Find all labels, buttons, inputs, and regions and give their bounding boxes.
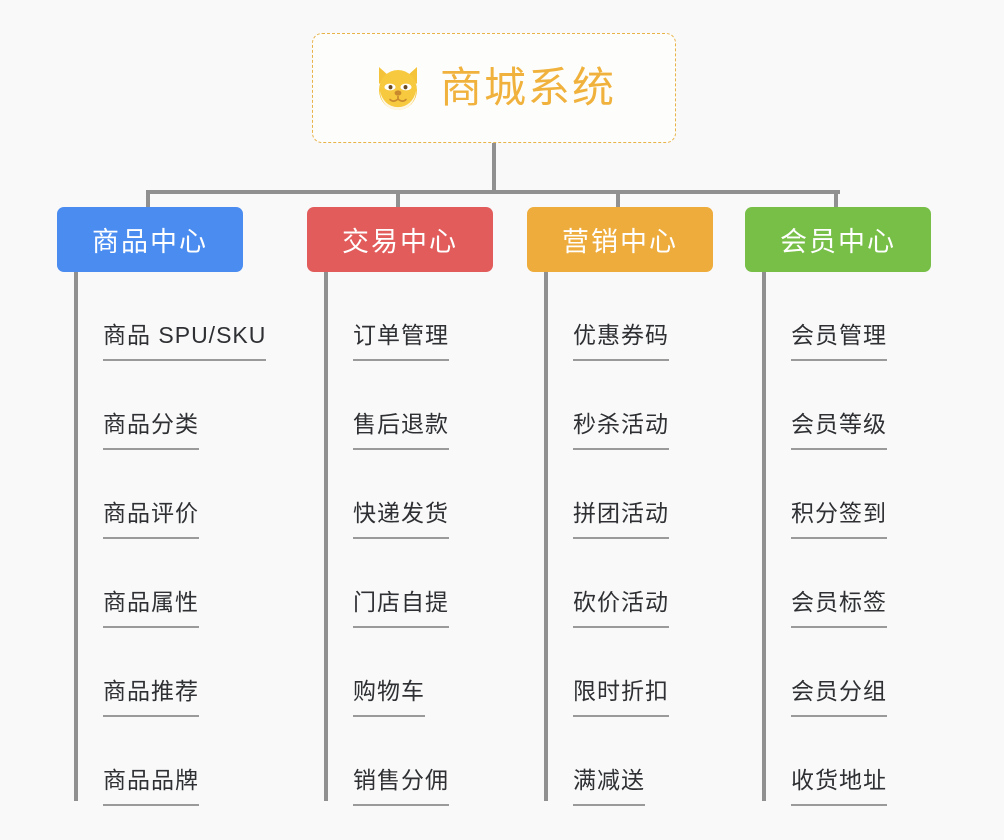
root-node[interactable]: 商城系统 [312,33,676,143]
list-item[interactable]: 商品属性 [57,539,243,628]
list-item[interactable]: 订单管理 [307,272,493,361]
list-item-label: 订单管理 [353,324,449,361]
group-items-2: 订单管理售后退款快递发货门店自提购物车销售分佣 [307,272,493,806]
group-items-4: 会员管理会员等级积分签到会员标签会员分组收货地址 [745,272,931,806]
list-item-label: 门店自提 [353,591,449,628]
group-column-3: 营销中心优惠券码秒杀活动拼团活动砍价活动限时折扣满减送 [527,207,713,806]
list-item[interactable]: 商品品牌 [57,717,243,806]
list-item-label: 砍价活动 [573,591,669,628]
root-connector-vertical [492,143,496,191]
list-item[interactable]: 门店自提 [307,539,493,628]
list-item-label: 秒杀活动 [573,413,669,450]
list-item-label: 限时折扣 [573,680,669,717]
group-header-4[interactable]: 会员中心 [745,207,931,272]
list-item[interactable]: 拼团活动 [527,450,713,539]
list-item-label: 会员标签 [791,591,887,628]
list-item-label: 拼团活动 [573,502,669,539]
list-item-label: 满减送 [573,769,645,806]
group-header-3[interactable]: 营销中心 [527,207,713,272]
list-item[interactable]: 砍价活动 [527,539,713,628]
group-spine-1 [74,272,78,801]
list-item[interactable]: 商品 SPU/SKU [57,272,267,361]
group-header-2[interactable]: 交易中心 [307,207,493,272]
list-item-label: 会员等级 [791,413,887,450]
connector-bus-horizontal [149,190,840,194]
list-item-label: 商品 SPU/SKU [103,324,267,361]
group-column-2: 交易中心订单管理售后退款快递发货门店自提购物车销售分佣 [307,207,493,806]
list-item-label: 积分签到 [791,502,887,539]
connector-drop-2 [396,190,400,208]
list-item-label: 优惠券码 [573,324,669,361]
group-spine-2 [324,272,328,801]
list-item-label: 收货地址 [791,769,887,806]
list-item[interactable]: 秒杀活动 [527,361,713,450]
list-item[interactable]: 限时折扣 [527,628,713,717]
list-item[interactable]: 购物车 [307,628,493,717]
list-item-label: 会员管理 [791,324,887,361]
connector-drop-1 [146,190,150,208]
list-item[interactable]: 会员等级 [745,361,931,450]
list-item[interactable]: 商品评价 [57,450,243,539]
group-column-1: 商品中心商品 SPU/SKU 商品分类商品评价商品属性商品推荐商品品牌 [57,207,267,806]
list-item[interactable]: 优惠券码 [527,272,713,361]
list-item-label: 售后退款 [353,413,449,450]
list-item[interactable]: 收货地址 [745,717,931,806]
connector-drop-4 [834,190,838,208]
list-item[interactable]: 积分签到 [745,450,931,539]
list-item-label: 商品属性 [103,591,199,628]
list-item[interactable]: 会员标签 [745,539,931,628]
list-item-label: 快递发货 [353,502,449,539]
list-item-label: 购物车 [353,680,425,717]
connector-drop-3 [616,190,620,208]
list-item[interactable]: 满减送 [527,717,713,806]
list-item[interactable]: 快递发货 [307,450,493,539]
group-header-1[interactable]: 商品中心 [57,207,243,272]
list-item[interactable]: 会员管理 [745,272,931,361]
list-item-label: 商品品牌 [103,769,199,806]
group-items-3: 优惠券码秒杀活动拼团活动砍价活动限时折扣满减送 [527,272,713,806]
list-item[interactable]: 商品推荐 [57,628,243,717]
root-title: 商城系统 [439,64,616,111]
group-column-4: 会员中心会员管理会员等级积分签到会员标签会员分组收货地址 [745,207,931,806]
list-item[interactable]: 售后退款 [307,361,493,450]
group-spine-4 [762,272,766,801]
list-item[interactable]: 会员分组 [745,628,931,717]
list-item-label: 商品分类 [103,413,199,450]
list-item[interactable]: 销售分佣 [307,717,493,806]
list-item-label: 销售分佣 [353,769,449,806]
dog-face-icon [372,62,424,114]
list-item-label: 商品评价 [103,502,199,539]
group-items-1: 商品 SPU/SKU 商品分类商品评价商品属性商品推荐商品品牌 [57,272,267,806]
list-item-label: 商品推荐 [103,680,199,717]
group-spine-3 [544,272,548,801]
list-item-label: 会员分组 [791,680,887,717]
list-item[interactable]: 商品分类 [57,361,243,450]
